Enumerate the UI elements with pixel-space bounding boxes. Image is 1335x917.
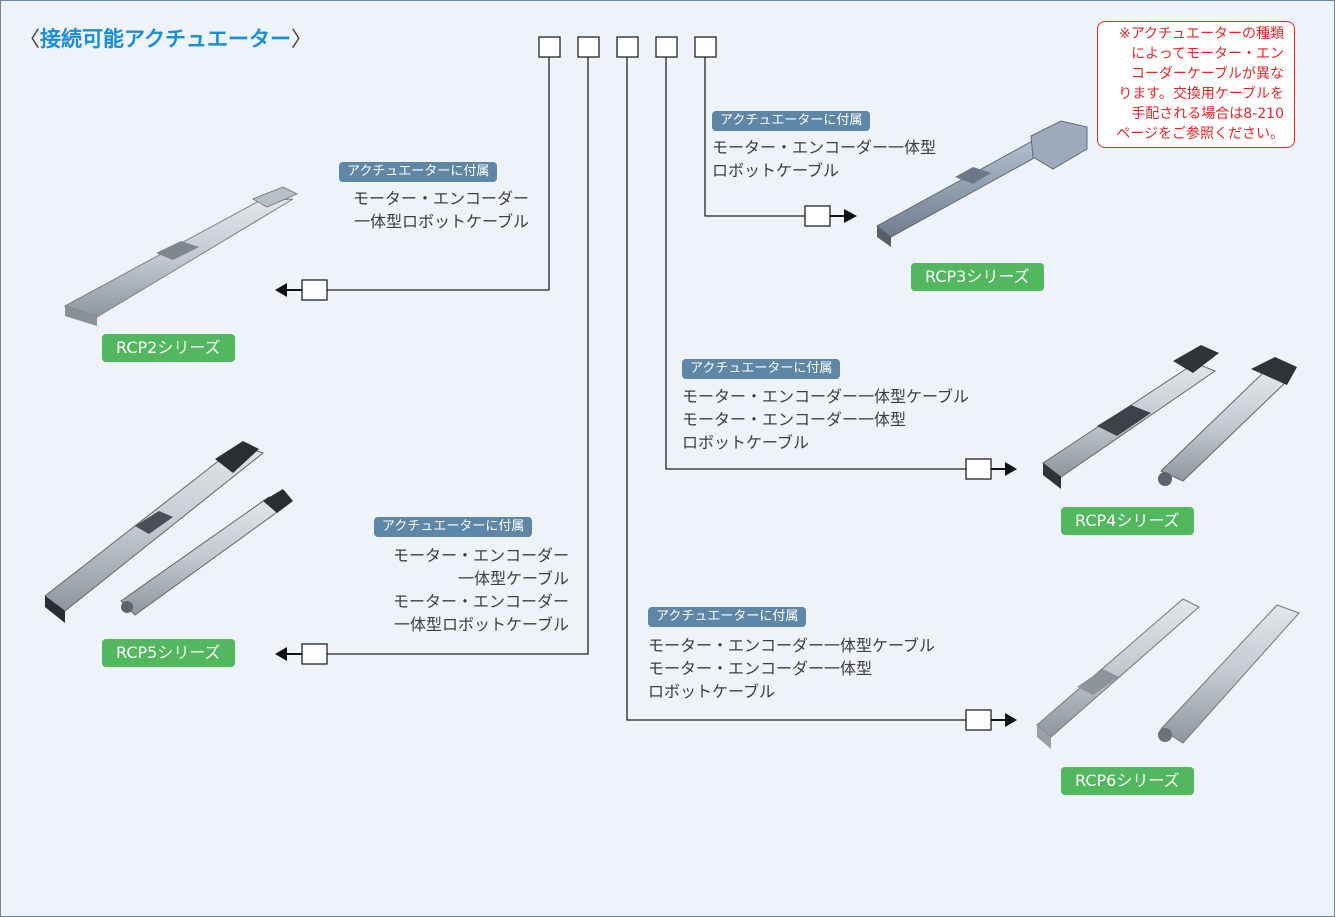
cable-desc-line: ロボットケーブル [648,682,776,701]
cable-desc-rcp5: モーター・エンコーダー 一体型ケーブル モーター・エンコーダー 一体型ロボットケ… [303,544,569,636]
cable-desc-line: モーター・エンコーダー [392,592,569,611]
rcp3-actuator-image [876,120,1088,247]
arrow-right-icon [1005,462,1017,476]
cable-desc-rcp6: モーター・エンコーダー一体型ケーブル モーター・エンコーダー一体型 ロボットケー… [648,634,935,703]
note-line: ります。交換用ケーブルを [1118,86,1284,102]
code-box [577,36,600,58]
code-box [616,36,639,58]
included-tag-rcp6: アクチュエーターに付属 [648,607,807,627]
note-line: 手配される場合は8-210 [1131,106,1284,122]
rcp2-actuator-image [63,186,299,326]
page-title-text: 接続可能アクチュエーター [40,27,291,51]
cable-desc-line: モーター・エンコーダー一体型ケーブル [682,387,970,406]
cable-desc-line: モーター・エンコーダー一体型ケーブル [648,636,936,655]
series-badge-rcp6: RCP6シリーズ [1061,767,1194,795]
included-tag-rcp3: アクチュエーターに付属 [712,111,871,131]
cable-desc-line: ロボットケーブル [682,433,810,452]
wire-rcp2 [327,57,550,291]
wire-rcp4 [665,57,966,470]
series-badge-rcp4: RCP4シリーズ [1061,507,1194,535]
series-badge-rcp5: RCP5シリーズ [102,639,235,667]
page-title: 〈接続可能アクチュエーター〉 [19,23,312,53]
rcp6-actuator-image [1036,598,1300,749]
cable-desc-line: モーター・エンコーダー一体型 [682,410,907,429]
wire-rcp5 [327,57,589,655]
cable-desc-rcp3: モーター・エンコーダー一体型 ロボットケーブル [712,136,936,182]
arrow-right-icon [844,209,857,223]
code-box [655,36,678,58]
included-tag-rcp4: アクチュエーターに付属 [682,359,841,379]
cable-box-rcp4 [965,458,992,480]
note-line: コーダーケーブルが異な [1130,66,1284,82]
cable-box-rcp5 [301,643,328,665]
arrow-left-icon [275,283,287,297]
cable-desc-line: 一体型ケーブル [457,569,569,588]
note-line: によってモーター・エン [1131,46,1284,62]
wire-rcp6 [626,57,966,721]
note-line: ※アクチュエーターの種類 [1118,26,1284,42]
rcp5-actuator-image [44,441,293,623]
cable-desc-line: モーター・エンコーダー [392,546,569,565]
cable-box-rcp3 [804,205,831,227]
rcp4-actuator-image [1042,345,1297,489]
cable-desc-line: モーター・エンコーダー一体型 [712,138,937,157]
code-box [538,36,561,58]
cable-desc-rcp2: モーター・エンコーダー 一体型ロボットケーブル [303,187,529,233]
cable-desc-line: 一体型ロボットケーブル [393,615,569,634]
code-box [694,36,717,58]
model-code-boxes [538,36,717,58]
cable-desc-line: ロボットケーブル [712,161,840,180]
cable-desc-line: モーター・エンコーダー [352,189,529,208]
included-tag-rcp5: アクチュエーターに付属 [374,517,533,537]
cable-desc-line: モーター・エンコーダー一体型 [648,659,873,678]
cable-note: ※アクチュエーターの種類 によってモーター・エン コーダーケーブルが異な ります… [1097,21,1295,148]
close-bracket: 〉 [290,27,312,51]
series-badge-rcp2: RCP2シリーズ [102,334,235,362]
arrow-left-icon [275,647,287,661]
included-tag-rcp2: アクチュエーターに付属 [339,162,498,182]
cable-box-rcp6 [965,709,992,731]
open-bracket: 〈 [19,27,40,51]
cable-box-rcp2 [301,279,328,301]
wire-rcp3 [704,57,805,217]
cable-desc-rcp4: モーター・エンコーダー一体型ケーブル モーター・エンコーダー一体型 ロボットケー… [682,385,969,454]
cable-desc-line: 一体型ロボットケーブル [353,212,529,231]
note-line: ページをご参照ください。 [1116,126,1284,142]
series-badge-rcp3: RCP3シリーズ [911,263,1044,291]
arrow-right-icon [1005,713,1017,727]
